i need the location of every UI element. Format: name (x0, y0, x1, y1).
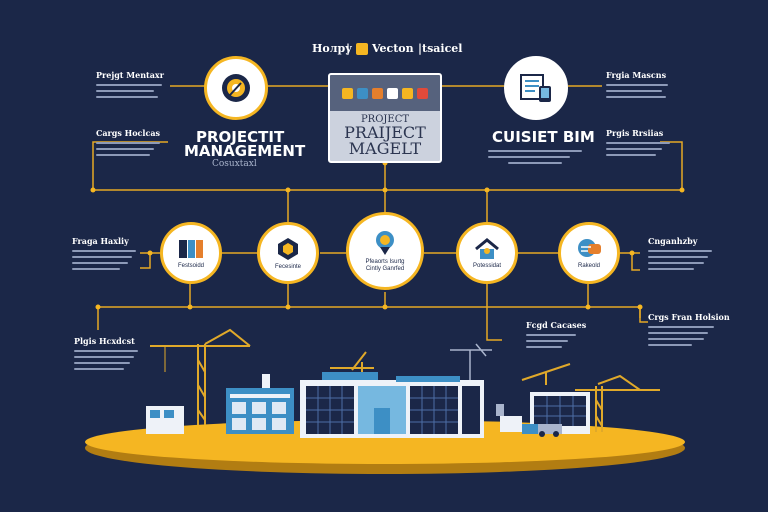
card-line-1: PROJECT (360, 114, 410, 125)
node-2-caption: Fecesinte (274, 263, 301, 270)
card-line-2: PRAIJECT (344, 123, 426, 142)
title-left-1: PROJECTIT (196, 128, 285, 146)
brand-right: |tsaicel (418, 42, 463, 55)
text-lines-mid-right (648, 250, 712, 274)
node-5-caption: Rakeold (577, 262, 600, 269)
text-lines-bottom-right (648, 326, 714, 350)
brand-mid: Vecton (372, 42, 414, 55)
building-main (300, 372, 484, 438)
site-equipment (496, 404, 562, 437)
text-lines-top-left-2 (96, 142, 162, 160)
label-top-left-2: Cargs Hoclcas (96, 128, 161, 138)
building-small-left (146, 406, 184, 434)
node-1[interactable]: Festsoidd (160, 222, 222, 284)
node-3[interactable]: Pfeaorts Isurtg Cintly Ganrfed (346, 212, 424, 290)
label-bottom-mid: Fcgd Cacases (526, 320, 587, 330)
app-icon-3 (372, 87, 383, 99)
app-icon-6 (417, 87, 428, 99)
title-right: CUISIET BIM (492, 128, 595, 146)
label-bottom-left: Plgis Hcxdcst (74, 336, 135, 346)
house-person-icon (475, 237, 499, 259)
building-left (226, 374, 294, 434)
node-top-right[interactable] (504, 56, 568, 120)
app-icon-strip (330, 75, 440, 111)
gear-pencil-icon (222, 74, 250, 102)
crane-arm-far-right (521, 363, 571, 385)
label-mid-right: Cnganhzby (648, 236, 698, 246)
connector-left-vertical (140, 253, 151, 269)
brand-logo-icon (356, 43, 368, 55)
connector-right-bottom (639, 307, 648, 323)
text-lines-top-right-2 (606, 142, 670, 160)
app-icon-4 (387, 87, 398, 99)
node-top-left[interactable] (204, 56, 268, 120)
node-4-caption: Potessidat (472, 262, 502, 269)
card-line-3: MAGELT (348, 139, 422, 158)
node-2[interactable]: Fecesinte (257, 222, 319, 284)
label-mid-left: Fraga Haxliy (72, 236, 129, 246)
connector-n4-down (486, 284, 502, 341)
label-top-right-2: Prgis Rrsiias (606, 128, 664, 138)
crane-right (575, 374, 660, 432)
hexagon-badge-icon (278, 237, 298, 260)
chat-bubbles-icon (578, 238, 601, 257)
label-top-right-1: Frgia Mascns (606, 70, 667, 80)
connector-dots (90, 160, 685, 310)
text-lines-top-left-1 (96, 84, 162, 102)
text-lines-bottom-left (74, 350, 138, 374)
node-1-caption: Festsoidd (177, 262, 204, 269)
connector-right-vertical (631, 253, 640, 271)
text-lines-right-main (488, 150, 582, 168)
brand-separator: | (346, 42, 351, 55)
label-top-left-1: Prejgt Mentaxr (96, 70, 164, 80)
crane-left (150, 328, 251, 425)
bim-model-icon (179, 239, 203, 258)
app-icon-5 (402, 87, 413, 99)
location-pin-icon (376, 231, 394, 255)
center-project-card[interactable]: PROJECT PRAIJECT MAGELT (328, 73, 442, 163)
app-icon-1 (342, 87, 353, 99)
label-bottom-right: Crgs Fran Holsion (648, 312, 730, 322)
text-lines-mid-left (72, 250, 136, 274)
node-5[interactable]: Rakeold (558, 222, 620, 284)
crane-right-mid (450, 343, 492, 382)
node-3-caption-1: Pfeaorts Isurtg (365, 259, 405, 265)
text-lines-top-right-1 (606, 84, 668, 102)
node-4[interactable]: Potessidat (456, 222, 518, 284)
app-icon-2 (357, 87, 368, 99)
text-lines-bottom-mid (526, 334, 576, 352)
title-left-2: MANAGEMENT (184, 142, 306, 160)
document-tablet-icon (520, 74, 551, 102)
node-3-caption-2: Cintly Ganrfed (365, 266, 405, 272)
title-left-sub: Cosuxtaxl (212, 159, 257, 169)
brand-left: Hoлру (312, 42, 353, 55)
building-right (530, 392, 590, 434)
